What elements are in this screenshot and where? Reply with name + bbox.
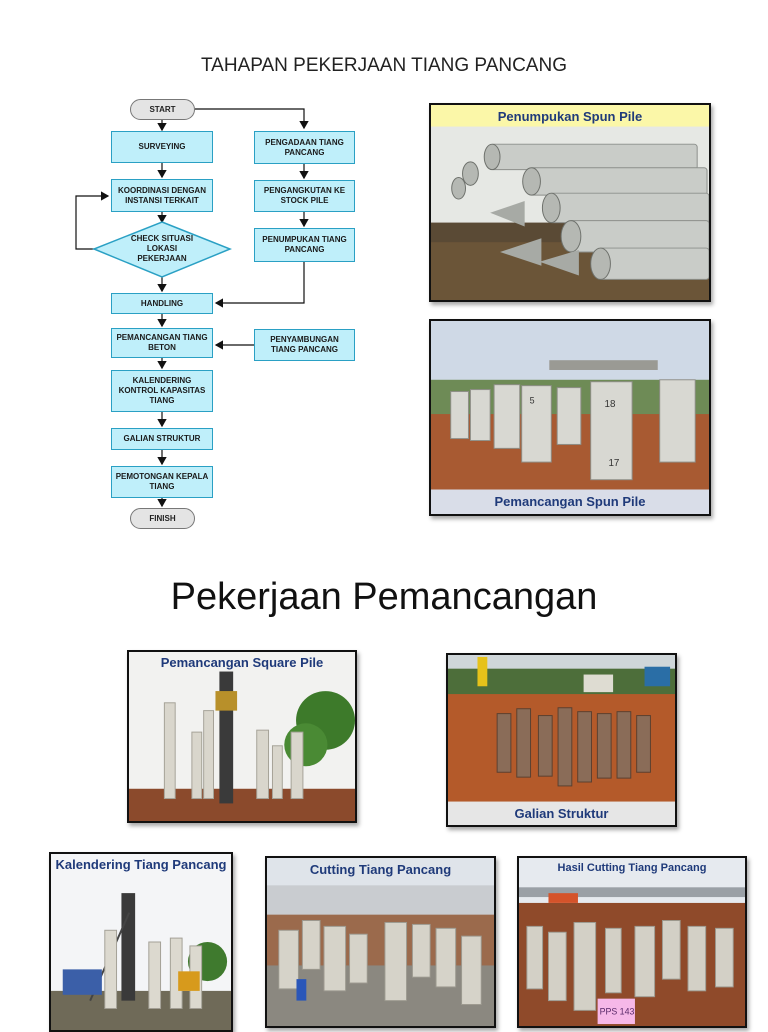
- pile-number: 5: [530, 395, 535, 405]
- photo-cutting-tiang-pancang: Cutting Tiang Pancang: [265, 856, 496, 1028]
- flow-pengangkutan: PENGANGKUTAN KE STOCK PILE: [254, 180, 355, 212]
- caption-pemancangan-spun-pile: Pemancangan Spun Pile: [494, 494, 646, 509]
- spun-pile-driven-image: 5 18 17: [431, 321, 709, 514]
- excavation-image: [448, 655, 675, 825]
- flow-start: START: [130, 99, 195, 120]
- flow-galian: GALIAN STRUKTUR: [111, 428, 213, 450]
- flowchart-connectors: [75, 108, 309, 508]
- spun-pile-stack-image: [431, 105, 709, 300]
- flow-pemancangan: PEMANCANGAN TIANG BETON: [111, 328, 213, 358]
- flow-penyambungan: PENYAMBUNGAN TIANG PANCANG: [254, 329, 355, 361]
- pile-number: 17: [608, 458, 619, 469]
- flow-pengadaan: PENGADAAN TIANG PANCANG: [254, 131, 355, 164]
- caption-pemancangan-square-pile: Pemancangan Square Pile: [160, 655, 324, 670]
- square-pile-image: [129, 652, 355, 821]
- flow-finish: FINISH: [130, 508, 195, 529]
- flow-pemotongan: PEMOTONGAN KEPALA TIANG: [111, 466, 213, 498]
- kalendering-image: [51, 854, 231, 1030]
- flow-koordinasi: KOORDINASI DENGAN INSTANSI TERKAIT: [111, 179, 213, 212]
- pile-number: 18: [605, 399, 616, 410]
- hasil-cutting-image: PPS 143: [519, 858, 745, 1026]
- caption-hasil-cutting: Hasil Cutting Tiang Pancang: [557, 862, 707, 874]
- caption-kalendering: Kalendering Tiang Pancang: [55, 857, 227, 872]
- flow-kalendering: KALENDERING KONTROL KAPASITAS TIANG: [111, 370, 213, 412]
- flow-surveying: SURVEYING: [111, 131, 213, 163]
- photo-galian-struktur: Galian Struktur: [446, 653, 677, 827]
- photo-hasil-cutting: PPS 143 Hasil Cutting Tiang Pancang: [517, 856, 747, 1028]
- caption-penumpukan-spun-pile: Penumpukan Spun Pile: [497, 108, 643, 124]
- photo-pemancangan-spun-pile: 5 18 17 Pemancangan Spun Pile: [429, 319, 711, 516]
- photo-pemancangan-square-pile: Pemancangan Square Pile: [127, 650, 357, 823]
- section-title: Pekerjaan Pemancangan: [170, 576, 598, 618]
- flow-check-situasi: CHECK SITUASI LOKASI PEKERJAAN: [130, 234, 194, 263]
- flow-penumpukan: PENUMPUKAN TIANG PANCANG: [254, 228, 355, 262]
- caption-cutting-tiang-pancang: Cutting Tiang Pancang: [309, 862, 452, 877]
- photo-stamp: PPS 143: [600, 1006, 635, 1016]
- flow-handling: HANDLING: [111, 293, 213, 314]
- photo-penumpukan-spun-pile: Penumpukan Spun Pile: [429, 103, 711, 302]
- photo-kalendering: Kalendering Tiang Pancang: [49, 852, 233, 1032]
- caption-galian-struktur: Galian Struktur: [514, 805, 609, 821]
- page-title: TAHAPAN PEKERJAAN TIANG PANCANG: [200, 55, 567, 76]
- cutting-image: [267, 858, 494, 1026]
